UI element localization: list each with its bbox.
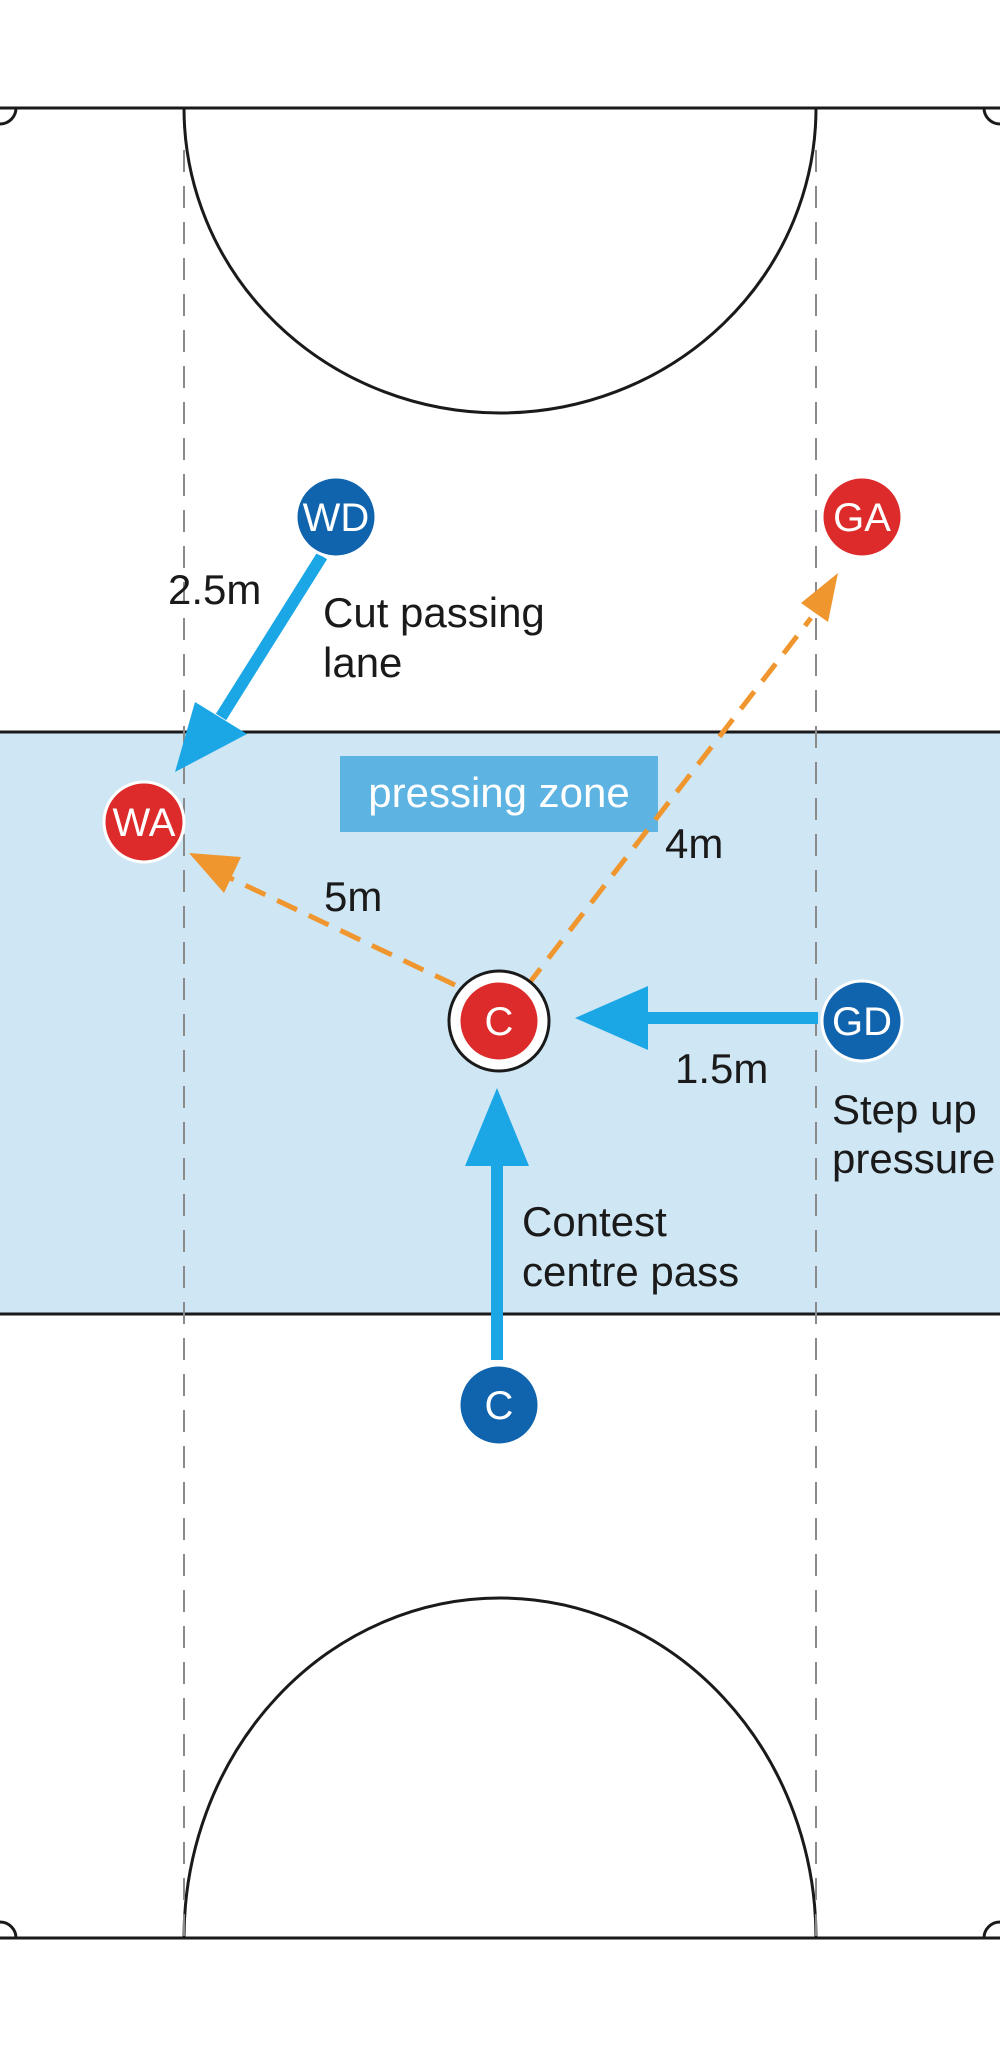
player-ga-label: GA [833, 496, 891, 540]
goal-circle-bottom [182, 1596, 818, 1939]
c-note-line1: Contest [522, 1198, 667, 1245]
player-wa: WA [102, 780, 186, 864]
wd-cut-arrow-shaft [215, 552, 328, 721]
player-wd: WD [294, 475, 378, 559]
pressing-zone-label: pressing zone [368, 769, 630, 816]
wa-distance-label: 5m [324, 873, 382, 920]
player-ga: GA [820, 475, 904, 559]
pass-arrowhead-to-wa [189, 853, 241, 893]
defensive-arrows [215, 552, 818, 1360]
wd-note-line2: lane [323, 639, 402, 686]
channel-guides [183, 150, 817, 1938]
gd-press-arrowhead [575, 986, 648, 1050]
ga-distance-label: 4m [665, 820, 723, 867]
player-gd-marker [820, 979, 904, 1063]
player-ga-marker [820, 475, 904, 559]
player-gd-label: GD [832, 1000, 892, 1044]
pass-line-to-wa [226, 874, 457, 988]
c-contest-arrowhead [465, 1088, 529, 1166]
player-wa-label: WA [113, 801, 176, 845]
gd-note-line2: pressure [832, 1135, 995, 1182]
pressing-zone-label-box [340, 756, 658, 832]
gd-note-line1: Step up [832, 1086, 977, 1133]
pass-arrows [226, 616, 813, 988]
wd-cut-arrowhead [175, 702, 247, 772]
player-c-attack: C [447, 969, 551, 1073]
goal-circle-top [182, 107, 818, 415]
player-wa-marker [102, 780, 186, 864]
player-wd-marker [294, 475, 378, 559]
wd-distance-label: 2.5m [168, 566, 261, 613]
pass-line-to-ga [525, 616, 813, 988]
pass-arrowhead-to-ga [801, 573, 838, 622]
wd-note-line1: Cut passing [323, 589, 545, 636]
player-c-defend-marker [457, 1363, 541, 1447]
player-gd: GD [820, 979, 904, 1063]
player-c-attack-marker [457, 979, 541, 1063]
player-c-defend: C [457, 1363, 541, 1447]
gd-distance-label: 1.5m [675, 1045, 768, 1092]
c-note-line2: centre pass [522, 1248, 739, 1295]
player-c-attack-label: C [485, 1000, 514, 1044]
player-wd-label: WD [303, 496, 370, 540]
player-c-defend-label: C [485, 1384, 514, 1428]
